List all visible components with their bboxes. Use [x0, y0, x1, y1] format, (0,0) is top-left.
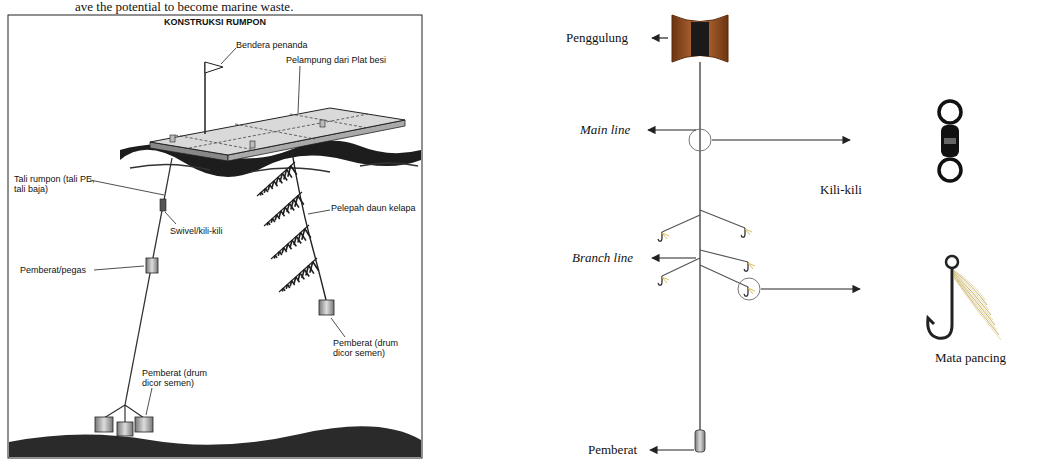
swivel-icon [939, 101, 961, 181]
part-label: Pemberat (drum dicor semen) [333, 338, 419, 358]
seabed [9, 426, 421, 457]
part-label: Swivel/kili-kili [170, 226, 223, 236]
raft-seam [175, 114, 368, 150]
panel-frame [8, 15, 422, 458]
cropped-text: ave the potential to become marine waste… [75, 0, 293, 14]
mooring-rope [125, 158, 172, 405]
part-label: Pemberat [588, 443, 637, 457]
swivel-callout [689, 129, 711, 151]
branch-line [662, 210, 748, 287]
part-label: Main line [580, 123, 630, 137]
main-line [699, 62, 701, 430]
leader-line [90, 48, 345, 415]
part-label: Pemberat (drum dicor semen) [142, 368, 228, 388]
anchor-drum [135, 417, 153, 432]
wave [130, 163, 418, 172]
part-label: Pelampung dari Plat besi [286, 55, 386, 65]
anchor-drum [95, 417, 113, 432]
raft-plate [150, 108, 405, 155]
part-label: Branch line [572, 251, 633, 265]
part-label: Bendera penanda [236, 40, 308, 50]
sinker [695, 430, 705, 452]
reel [672, 15, 728, 62]
frond-drum [319, 300, 334, 315]
swivel [160, 199, 166, 211]
part-label: Tali rumpon (tali PE, tali baja) [14, 174, 106, 194]
figure-title: KONSTRUKSI RUMPON [0, 17, 430, 27]
part-label: Mata pancing [935, 351, 1006, 365]
part-label: Kili-kili [820, 183, 862, 197]
part-label: Pelepah daun kelapa [331, 203, 416, 213]
reel-core [691, 22, 709, 56]
part-label: Penggulung [566, 31, 628, 45]
flag [205, 62, 223, 73]
hook-callout [738, 278, 760, 300]
spring-weight [146, 258, 158, 273]
hook-icon [928, 256, 1001, 340]
pointer-arrow [648, 38, 860, 450]
anchor-drum [117, 422, 133, 436]
part-label: Pemberat/pegas [20, 265, 86, 275]
